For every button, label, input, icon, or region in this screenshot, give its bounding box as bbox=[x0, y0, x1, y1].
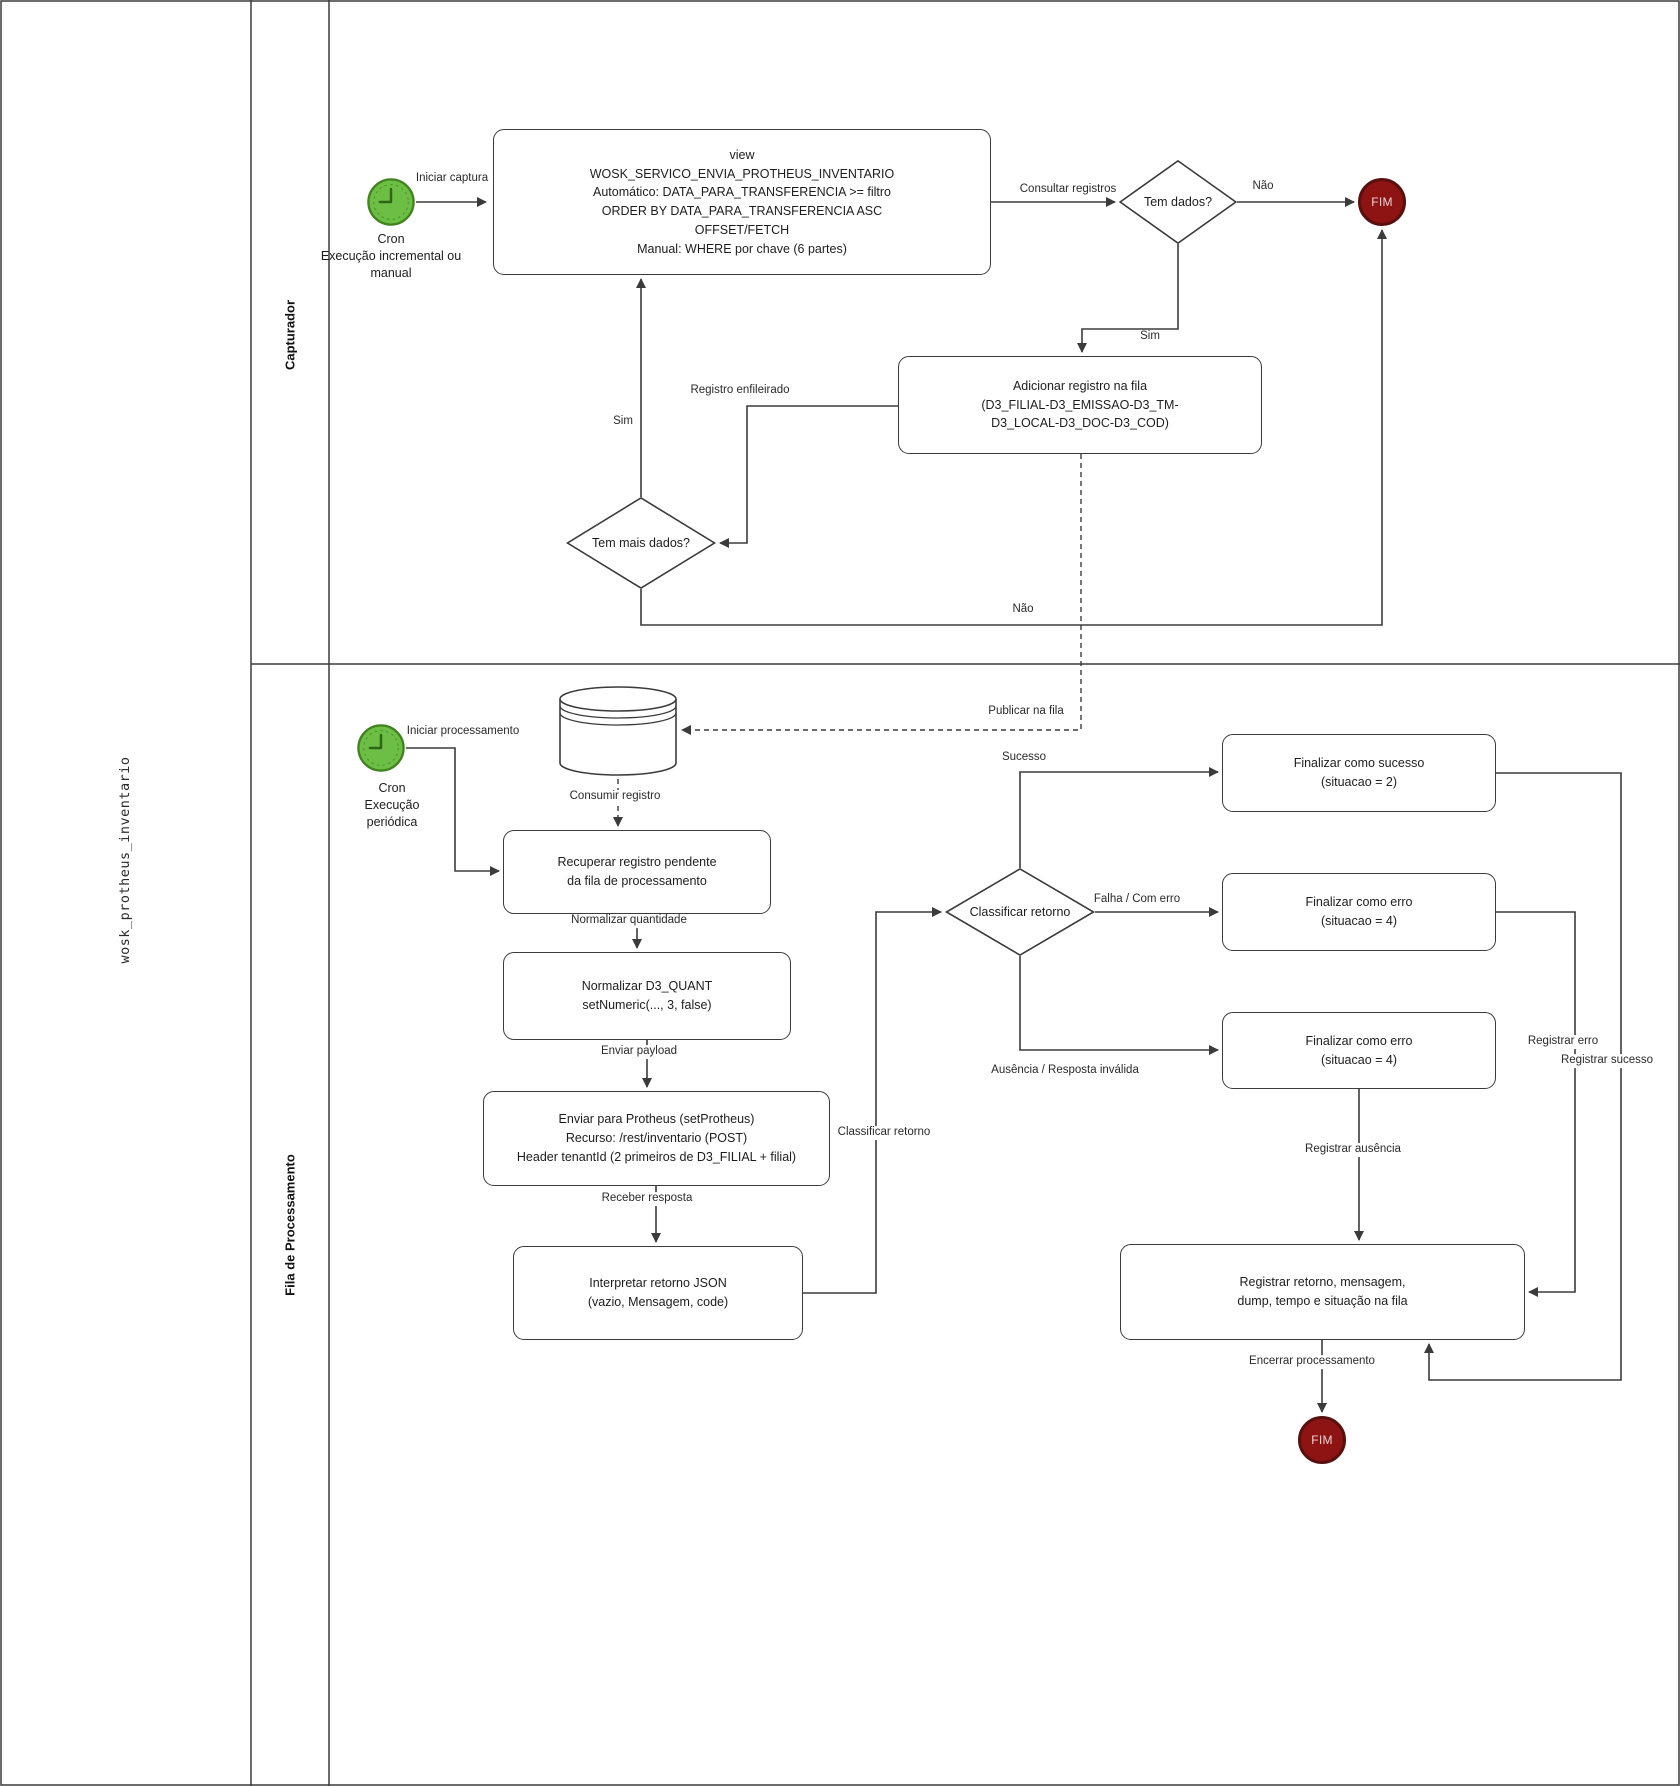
diamond-shape bbox=[945, 868, 1095, 956]
edge-label-encerrar-processamento: Encerrar processamento bbox=[1246, 1355, 1378, 1369]
end-event-capture-label: FIM bbox=[1371, 195, 1393, 209]
flow-registrar-sucesso bbox=[1424, 772, 1622, 1381]
end-event-process-label: FIM bbox=[1311, 1433, 1333, 1447]
flow-ausencia bbox=[1019, 956, 1219, 1055]
clock-icon bbox=[357, 724, 405, 772]
task-recuperar-registro: Recuperar registro pendente da fila de p… bbox=[503, 830, 771, 914]
edge-label-sim-2: Sim bbox=[610, 415, 636, 429]
edge-label-enviar-payload: Enviar payload bbox=[597, 1045, 681, 1059]
gateway-tem-mais-dados: Tem mais dados? bbox=[566, 497, 716, 589]
edge-label-nao-2: Não bbox=[1009, 603, 1037, 617]
edge-label-receber-resposta: Receber resposta bbox=[598, 1192, 696, 1206]
end-event-capture: FIM bbox=[1358, 178, 1406, 226]
task-view-query: view WOSK_SERVICO_ENVIA_PROTHEUS_INVENTA… bbox=[493, 129, 991, 275]
diamond-shape bbox=[1119, 160, 1237, 244]
edge-label-consumir-registro: Consumir registro bbox=[566, 790, 664, 804]
task-normalizar-quant: Normalizar D3_QUANT setNumeric(..., 3, f… bbox=[503, 952, 791, 1040]
task-interpretar-retorno: Interpretar retorno JSON (vazio, Mensage… bbox=[513, 1246, 803, 1340]
edge-label-iniciar-captura: Iniciar captura bbox=[412, 172, 492, 186]
task-adicionar-registro: Adicionar registro na fila (D3_FILIAL-D3… bbox=[898, 356, 1262, 454]
edge-label-nao: Não bbox=[1249, 180, 1277, 194]
edge-label-consultar-registros: Consultar registros bbox=[1016, 183, 1120, 197]
end-event-process: FIM bbox=[1298, 1416, 1346, 1464]
start-event-capture bbox=[366, 177, 416, 227]
task-finalizar-erro-falha: Finalizar como erro (situacao = 4) bbox=[1222, 873, 1496, 951]
task-enviar-protheus: Enviar para Protheus (setProtheus) Recur… bbox=[483, 1091, 830, 1186]
gateway-classificar-retorno-label: Classificar retorno bbox=[969, 905, 1071, 919]
task-finalizar-erro-ausencia: Finalizar como erro (situacao = 4) bbox=[1222, 1012, 1496, 1089]
edge-label-registro-enfileirado: Registro enfileirado bbox=[687, 384, 793, 398]
diamond-shape bbox=[566, 497, 716, 589]
flow-interpretar-to-classificar bbox=[803, 907, 942, 1294]
edge-label-iniciar-processamento: Iniciar processamento bbox=[403, 725, 523, 739]
edge-label-publicar-na-fila: Publicar na fila bbox=[985, 705, 1067, 719]
flow-start2-to-recuperar bbox=[406, 747, 500, 876]
edge-label-sim: Sim bbox=[1137, 330, 1163, 344]
gateway-tem-mais-dados-label: Tem mais dados? bbox=[592, 536, 690, 550]
start-event-capture-label: Cron Execução incremental ou manual bbox=[320, 232, 462, 280]
task-finalizar-sucesso: Finalizar como sucesso (situacao = 2) bbox=[1222, 734, 1496, 812]
edge-label-ausencia-resposta-invalida: Ausência / Resposta inválida bbox=[988, 1064, 1142, 1078]
gateway-classificar-retorno: Classificar retorno bbox=[945, 868, 1095, 956]
flow-registrar-erro bbox=[1496, 911, 1576, 1297]
flow-publicar-na-fila bbox=[681, 454, 1082, 735]
edge-label-classificar-retorno: Classificar retorno bbox=[834, 1126, 934, 1140]
flow-temdados-sim-adicionar bbox=[1077, 244, 1179, 353]
edge-label-normalizar-quantidade: Normalizar quantidade bbox=[568, 914, 690, 928]
clock-icon bbox=[367, 178, 415, 226]
start-event-process bbox=[356, 723, 406, 773]
flow-adicionar-to-temmais bbox=[719, 405, 898, 548]
edge-label-sucesso: Sucesso bbox=[998, 751, 1050, 765]
flow-temmais-nao-fim bbox=[640, 229, 1387, 626]
lane-label-capturador: Capturador bbox=[282, 299, 298, 371]
edge-label-registrar-erro: Registrar erro bbox=[1524, 1035, 1602, 1049]
gateway-tem-dados-label: Tem dados? bbox=[1143, 195, 1213, 209]
edge-label-registrar-sucesso: Registrar sucesso bbox=[1557, 1054, 1657, 1068]
start-event-process-label: Cron Execução periódica bbox=[364, 781, 420, 829]
lane-label-fila-de-processamento: Fila de Processamento bbox=[282, 1154, 298, 1296]
flow-sucesso bbox=[1019, 767, 1219, 868]
queue-datastore-icon bbox=[559, 686, 677, 776]
edge-label-falha-com-erro: Falha / Com erro bbox=[1090, 893, 1184, 907]
gateway-tem-dados: Tem dados? bbox=[1119, 160, 1237, 244]
edge-label-registrar-ausencia: Registrar ausência bbox=[1302, 1143, 1404, 1157]
pool-title: wosk_protheus_inventario bbox=[117, 756, 133, 964]
task-registrar-retorno: Registrar retorno, mensagem, dump, tempo… bbox=[1120, 1244, 1525, 1340]
